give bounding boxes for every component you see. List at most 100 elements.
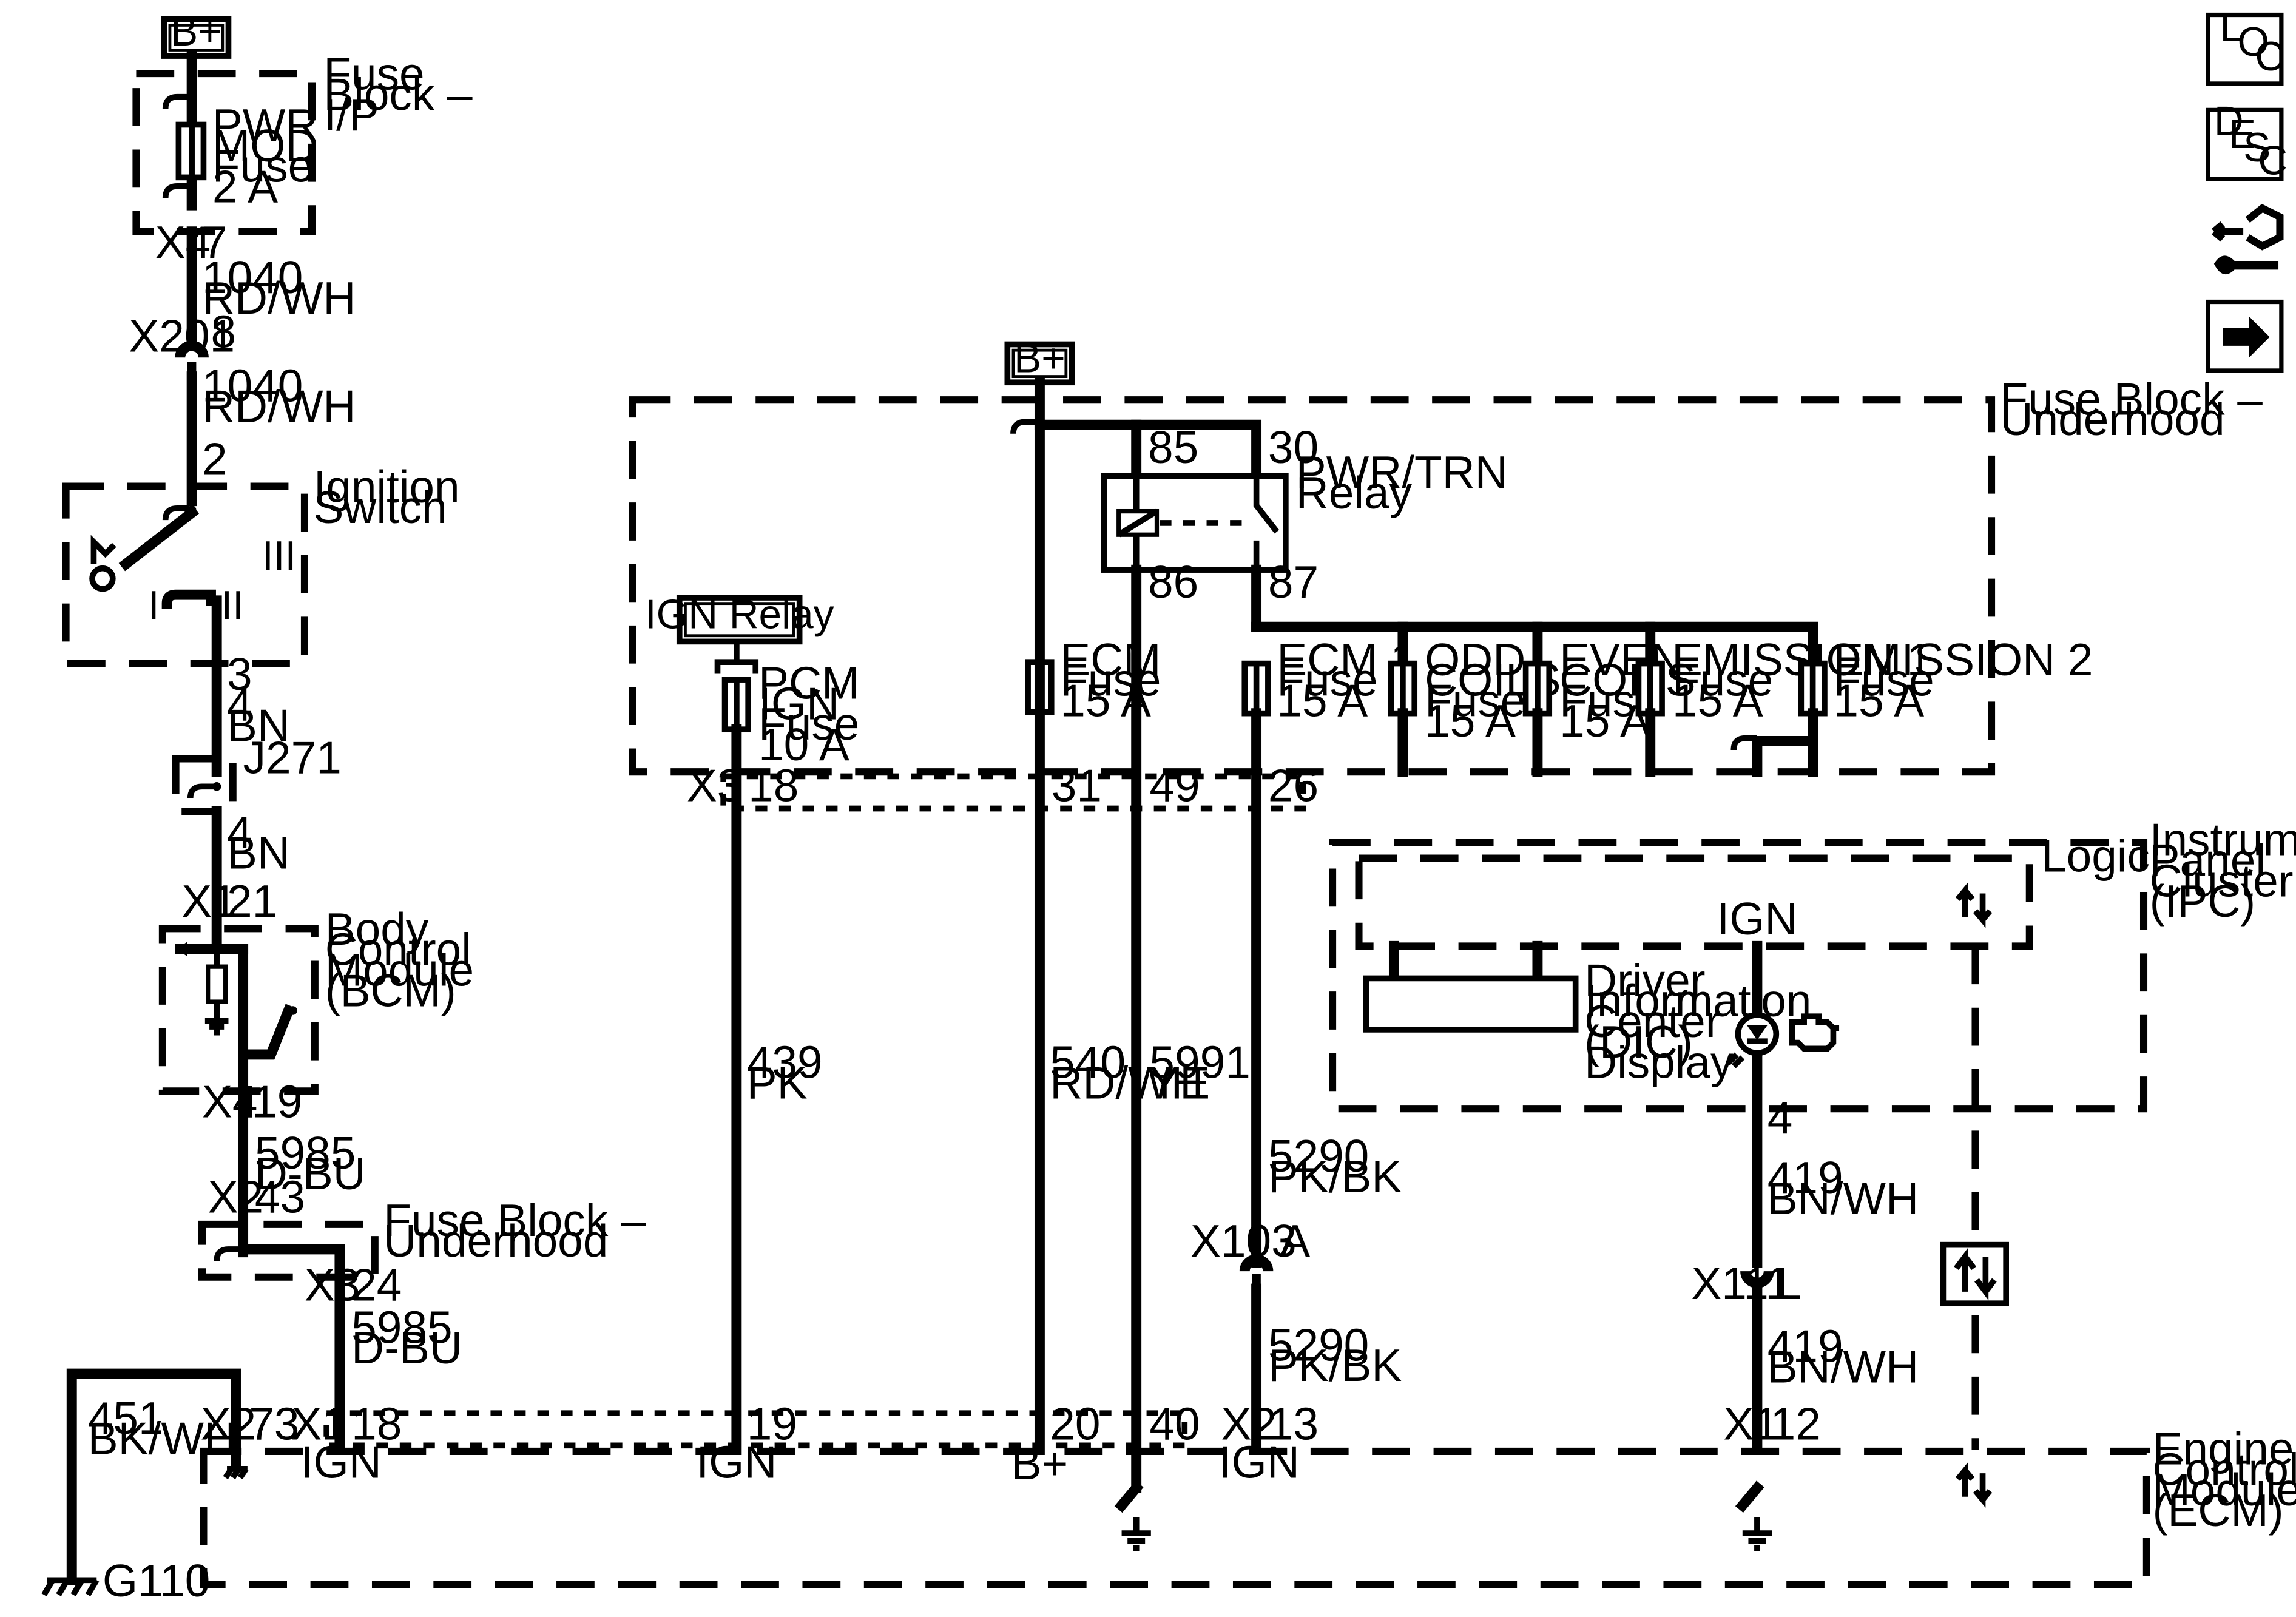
key-icon <box>89 565 116 592</box>
emission2-fuse-symbol <box>1798 660 1828 717</box>
connector-x3-label: X3 <box>305 1259 360 1310</box>
emission1-fuse-symbol <box>1635 660 1665 717</box>
connector-x103 <box>1239 1254 1274 1272</box>
wire-419-lower-label: 419 BN/WH <box>1768 1321 1919 1393</box>
arrow-right-icon <box>2223 316 2270 358</box>
ecm-data-icon <box>1955 1462 1993 1508</box>
ign-relay-box: IGN Relay <box>645 592 834 645</box>
ignition-switch-label: Ignition Switch <box>313 461 472 533</box>
ecm-ground-icon-2 <box>1742 1517 1772 1551</box>
ecm-pin-73-label: 73 <box>249 1399 299 1450</box>
ecm-ground-icon-1 <box>1121 1517 1151 1551</box>
svg-text:E: E <box>2229 112 2256 157</box>
ecm-label: Engine Control Module (ECM) <box>2153 1423 2296 1536</box>
pin-43-label: 43 <box>255 1172 305 1223</box>
ecm-419-switch <box>1735 1480 1764 1513</box>
ipc-logic-box <box>1355 854 2033 950</box>
wire-5985-lower-label: 5985 D-BU <box>351 1301 465 1373</box>
ecm-pin-20-label: 20 <box>1050 1399 1100 1450</box>
ecm-5991-switch <box>1114 1480 1144 1513</box>
bcm-ground-icon <box>204 1002 229 1036</box>
bcm-switch-contact <box>238 1004 295 1060</box>
dic-display-label: Driver Information Center (DIC) Display <box>1584 954 1824 1087</box>
ecm-x1-connector-strip <box>323 1410 1188 1449</box>
connector-x201 <box>175 340 209 358</box>
svg-text:C: C <box>2255 34 2284 79</box>
svg-text:O: O <box>2237 19 2269 65</box>
ecm-x1-label: X1 <box>291 1399 346 1450</box>
bcm-label: Body Control Module (BCM) <box>325 903 487 1016</box>
ecm-ign-label-1: IGN <box>301 1436 382 1487</box>
g110-label: G110 <box>103 1555 210 1606</box>
wire-4-bn-lower-label: 4 BN <box>227 807 290 879</box>
engine-check-icon <box>1789 1013 1840 1052</box>
ecm-ign-label-3: IGN <box>1219 1436 1300 1487</box>
connector-x2-label: X2 <box>208 1172 264 1223</box>
ecm-ign-label-2: IGN <box>696 1436 777 1487</box>
pin-l-label: L <box>1776 1258 1801 1309</box>
position-i-label: I <box>148 583 160 629</box>
relay-pin-86-label: 86 <box>1148 556 1198 607</box>
ecm-x2-ground-icon <box>223 1466 249 1480</box>
ipc-pin-4-label: 4 <box>1768 1092 1793 1143</box>
wire-451-label: 451 BK/WH <box>88 1393 237 1464</box>
fuse-block-underhood-label: Fuse Block – Underhood <box>2001 373 2275 445</box>
ecm-box <box>200 1447 2150 1588</box>
emission1-fuse-label: EMISSION 1 Fuse 15 A <box>1672 634 1945 726</box>
wire-1040-upper-label: 1040 RD/WH <box>202 252 356 323</box>
wire-5985-lower <box>238 1244 345 1453</box>
ecm-x2b-label: X2 <box>1221 1399 1277 1450</box>
ecm1-fuse-symbol <box>1241 660 1271 717</box>
x3-connector-strip <box>720 773 1306 812</box>
description-view-button[interactable]: D E S C <box>2206 98 2288 184</box>
ign-relay-label: IGN Relay <box>645 592 834 638</box>
wire-4-bn-upper-label: 4 BN <box>227 680 290 751</box>
wire-1040-lower-label: 1040 RD/WH <box>202 360 356 432</box>
ignition-switch-box <box>62 482 308 667</box>
wire-5290-lower-label: 5290 PK/BK <box>1268 1319 1402 1391</box>
connector-x4-label: X4 <box>155 217 211 268</box>
wire-5985-upper-label: 5985 D-BU <box>255 1127 368 1199</box>
pwr-mod-fuse-label: PWR MOD Fuse 2 A <box>212 100 331 212</box>
pin-8-label: 8 <box>211 306 237 357</box>
wire-5290-upper-label: 5290 PK/BK <box>1268 1130 1402 1202</box>
battery-positive-terminal-center: B+ <box>1004 336 1075 386</box>
ecm-pin-13-label: 13 <box>1268 1399 1319 1450</box>
wrench-icon <box>2213 255 2279 275</box>
connector-x1-label: X1 <box>181 876 237 927</box>
svg-text:C: C <box>2258 138 2288 184</box>
serial-data-button <box>1940 1241 2010 1307</box>
bus-b-plus <box>1034 419 1262 482</box>
pin-3-label: 3 <box>227 649 252 700</box>
x3-pin-18-label: 18 <box>748 760 799 811</box>
wire-5991-label: 5991 YE <box>1149 1037 1263 1109</box>
ecm-bplus-label: B+ <box>1011 1438 1069 1489</box>
ipc-box <box>1329 838 2148 1113</box>
serial-data-icon <box>1954 1247 1997 1301</box>
wire-451-ground <box>66 1368 241 1585</box>
diagnostic-tools-button[interactable] <box>2211 203 2284 275</box>
g110-ground-icon <box>41 1577 100 1596</box>
location-view-button[interactable]: L O C <box>2206 5 2284 86</box>
bplus-center-label: B+ <box>1014 336 1065 381</box>
ecm-x1b-label: X1 <box>1723 1399 1778 1450</box>
fuse-block-ip-label: Fuse Block – I/P <box>323 49 485 141</box>
position-ii-label: II <box>221 583 244 629</box>
next-page-button[interactable] <box>2206 299 2284 373</box>
svg-text:S: S <box>2243 125 2271 170</box>
ecm-x2-label: X2 <box>201 1399 257 1450</box>
fuse-block-underhood-small-label: Fuse Block – Underhood <box>383 1195 658 1266</box>
connector-hook <box>162 93 189 198</box>
odd-coils-fuse-label: ODD COILS Fuse 15 A <box>1425 634 1573 746</box>
ecm-pin-18-label: 18 <box>351 1399 402 1450</box>
tools-icon <box>2211 203 2284 251</box>
ignition-switch-contact <box>118 505 199 572</box>
relay-pin-30-label: 30 <box>1268 422 1319 473</box>
pwr-trn-relay-label: PWR/TRN Relay <box>1296 447 1521 518</box>
pin-24-label: 24 <box>351 1259 402 1310</box>
connector-x103-label: X103 <box>1190 1215 1297 1266</box>
even-coils-fuse-symbol <box>1522 660 1553 717</box>
pin-a-label: A <box>1280 1215 1310 1266</box>
wire-439-label: 439 PK <box>747 1037 836 1109</box>
